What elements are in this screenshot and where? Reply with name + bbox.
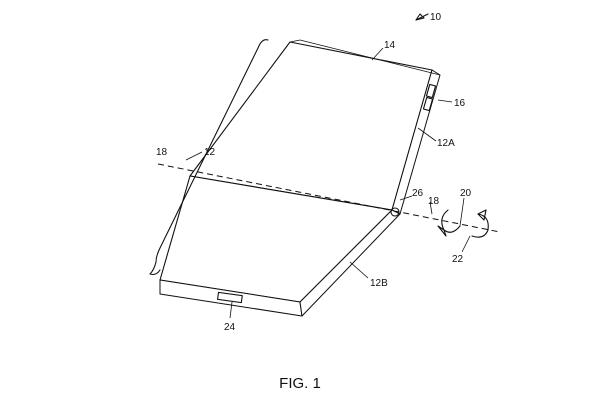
housing-bracket	[149, 39, 269, 276]
label-hinge: 26	[412, 188, 424, 199]
side-buttons	[422, 83, 437, 112]
rotation-arrows	[437, 209, 489, 238]
label-axis-left: 18	[156, 147, 168, 158]
label-display: 14	[384, 40, 396, 51]
label-axis-right: 18	[428, 196, 440, 207]
label-housing-lower: 12B	[370, 278, 388, 289]
housing-upper	[189, 39, 441, 215]
housing-lower	[159, 175, 401, 317]
figure-caption: FIG. 1	[279, 375, 321, 392]
label-buttons: 16	[454, 98, 466, 109]
connector-port	[217, 291, 243, 304]
fold-axis	[157, 163, 501, 233]
label-rotation-b: 22	[452, 254, 464, 265]
leader-lines	[185, 13, 471, 319]
label-rotation-a: 20	[460, 188, 472, 199]
label-device: 10	[430, 12, 442, 23]
label-housing-upper: 12A	[437, 138, 455, 149]
label-housing: 12	[204, 147, 216, 158]
label-connector: 24	[224, 322, 236, 333]
